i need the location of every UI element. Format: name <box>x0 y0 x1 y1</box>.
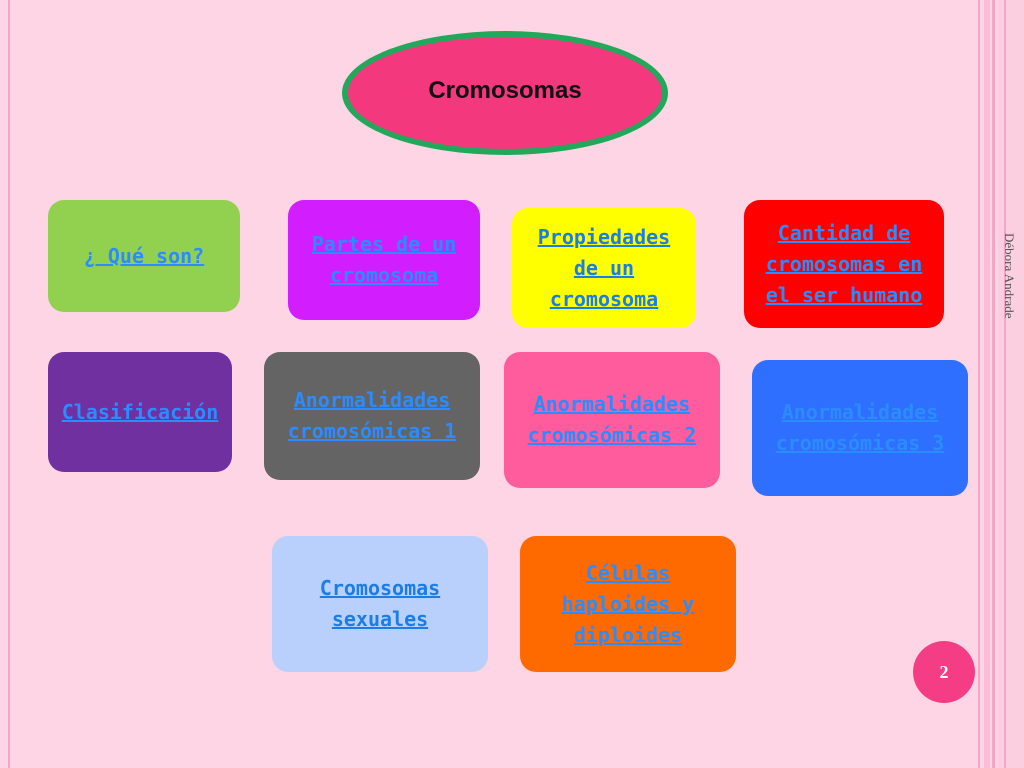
slide-title: Cromosomas <box>428 77 582 104</box>
card-propiedades-cromosoma[interactable]: Propiedades de un cromosoma <box>512 208 696 328</box>
card-anormalidades-2[interactable]: Anormalidades cromosómicas 2 <box>504 352 720 488</box>
title-oval: Cromosomas <box>342 31 668 155</box>
page-number-badge: 2 <box>913 641 975 703</box>
link-anormalidades-3[interactable]: Anormalidades cromosómicas 3 <box>775 400 945 455</box>
card-que-son[interactable]: ¿ Qué son? <box>48 200 240 312</box>
card-cromosomas-sexuales[interactable]: Cromosomas sexuales <box>272 536 488 672</box>
card-anormalidades-3[interactable]: Anormalidades cromosómicas 3 <box>752 360 968 496</box>
right-border-stripe <box>1004 0 1006 768</box>
link-cromosomas-sexuales[interactable]: Cromosomas sexuales <box>319 576 441 631</box>
link-celulas-haploides-diploides[interactable]: Células haploides y diploides <box>561 560 695 647</box>
card-cantidad-cromosomas[interactable]: Cantidad de cromosomas en el ser humano <box>744 200 944 328</box>
link-clasificacion[interactable]: Clasificación <box>61 399 219 424</box>
page-number: 2 <box>939 661 949 682</box>
author-watermark: Débora Andrade <box>1002 233 1017 319</box>
link-anormalidades-1[interactable]: Anormalidades cromosómicas 1 <box>287 388 457 443</box>
link-anormalidades-2[interactable]: Anormalidades cromosómicas 2 <box>527 392 697 447</box>
card-clasificacion[interactable]: Clasificación <box>48 352 232 472</box>
right-border-stripe <box>978 0 980 768</box>
card-celulas-haploides-diploides[interactable]: Células haploides y diploides <box>520 536 736 672</box>
right-border-stripe <box>992 0 995 768</box>
link-partes-cromosoma[interactable]: Partes de un cromosoma <box>311 232 457 287</box>
right-border-stripe <box>998 0 1024 768</box>
link-propiedades-cromosoma[interactable]: Propiedades de un cromosoma <box>537 224 671 311</box>
left-border-line <box>8 0 10 768</box>
right-border-stripe <box>984 0 990 768</box>
link-cantidad-cromosomas[interactable]: Cantidad de cromosomas en el ser humano <box>765 220 923 307</box>
card-anormalidades-1[interactable]: Anormalidades cromosómicas 1 <box>264 352 480 480</box>
card-partes-cromosoma[interactable]: Partes de un cromosoma <box>288 200 480 320</box>
link-que-son[interactable]: ¿ Qué son? <box>83 243 205 268</box>
